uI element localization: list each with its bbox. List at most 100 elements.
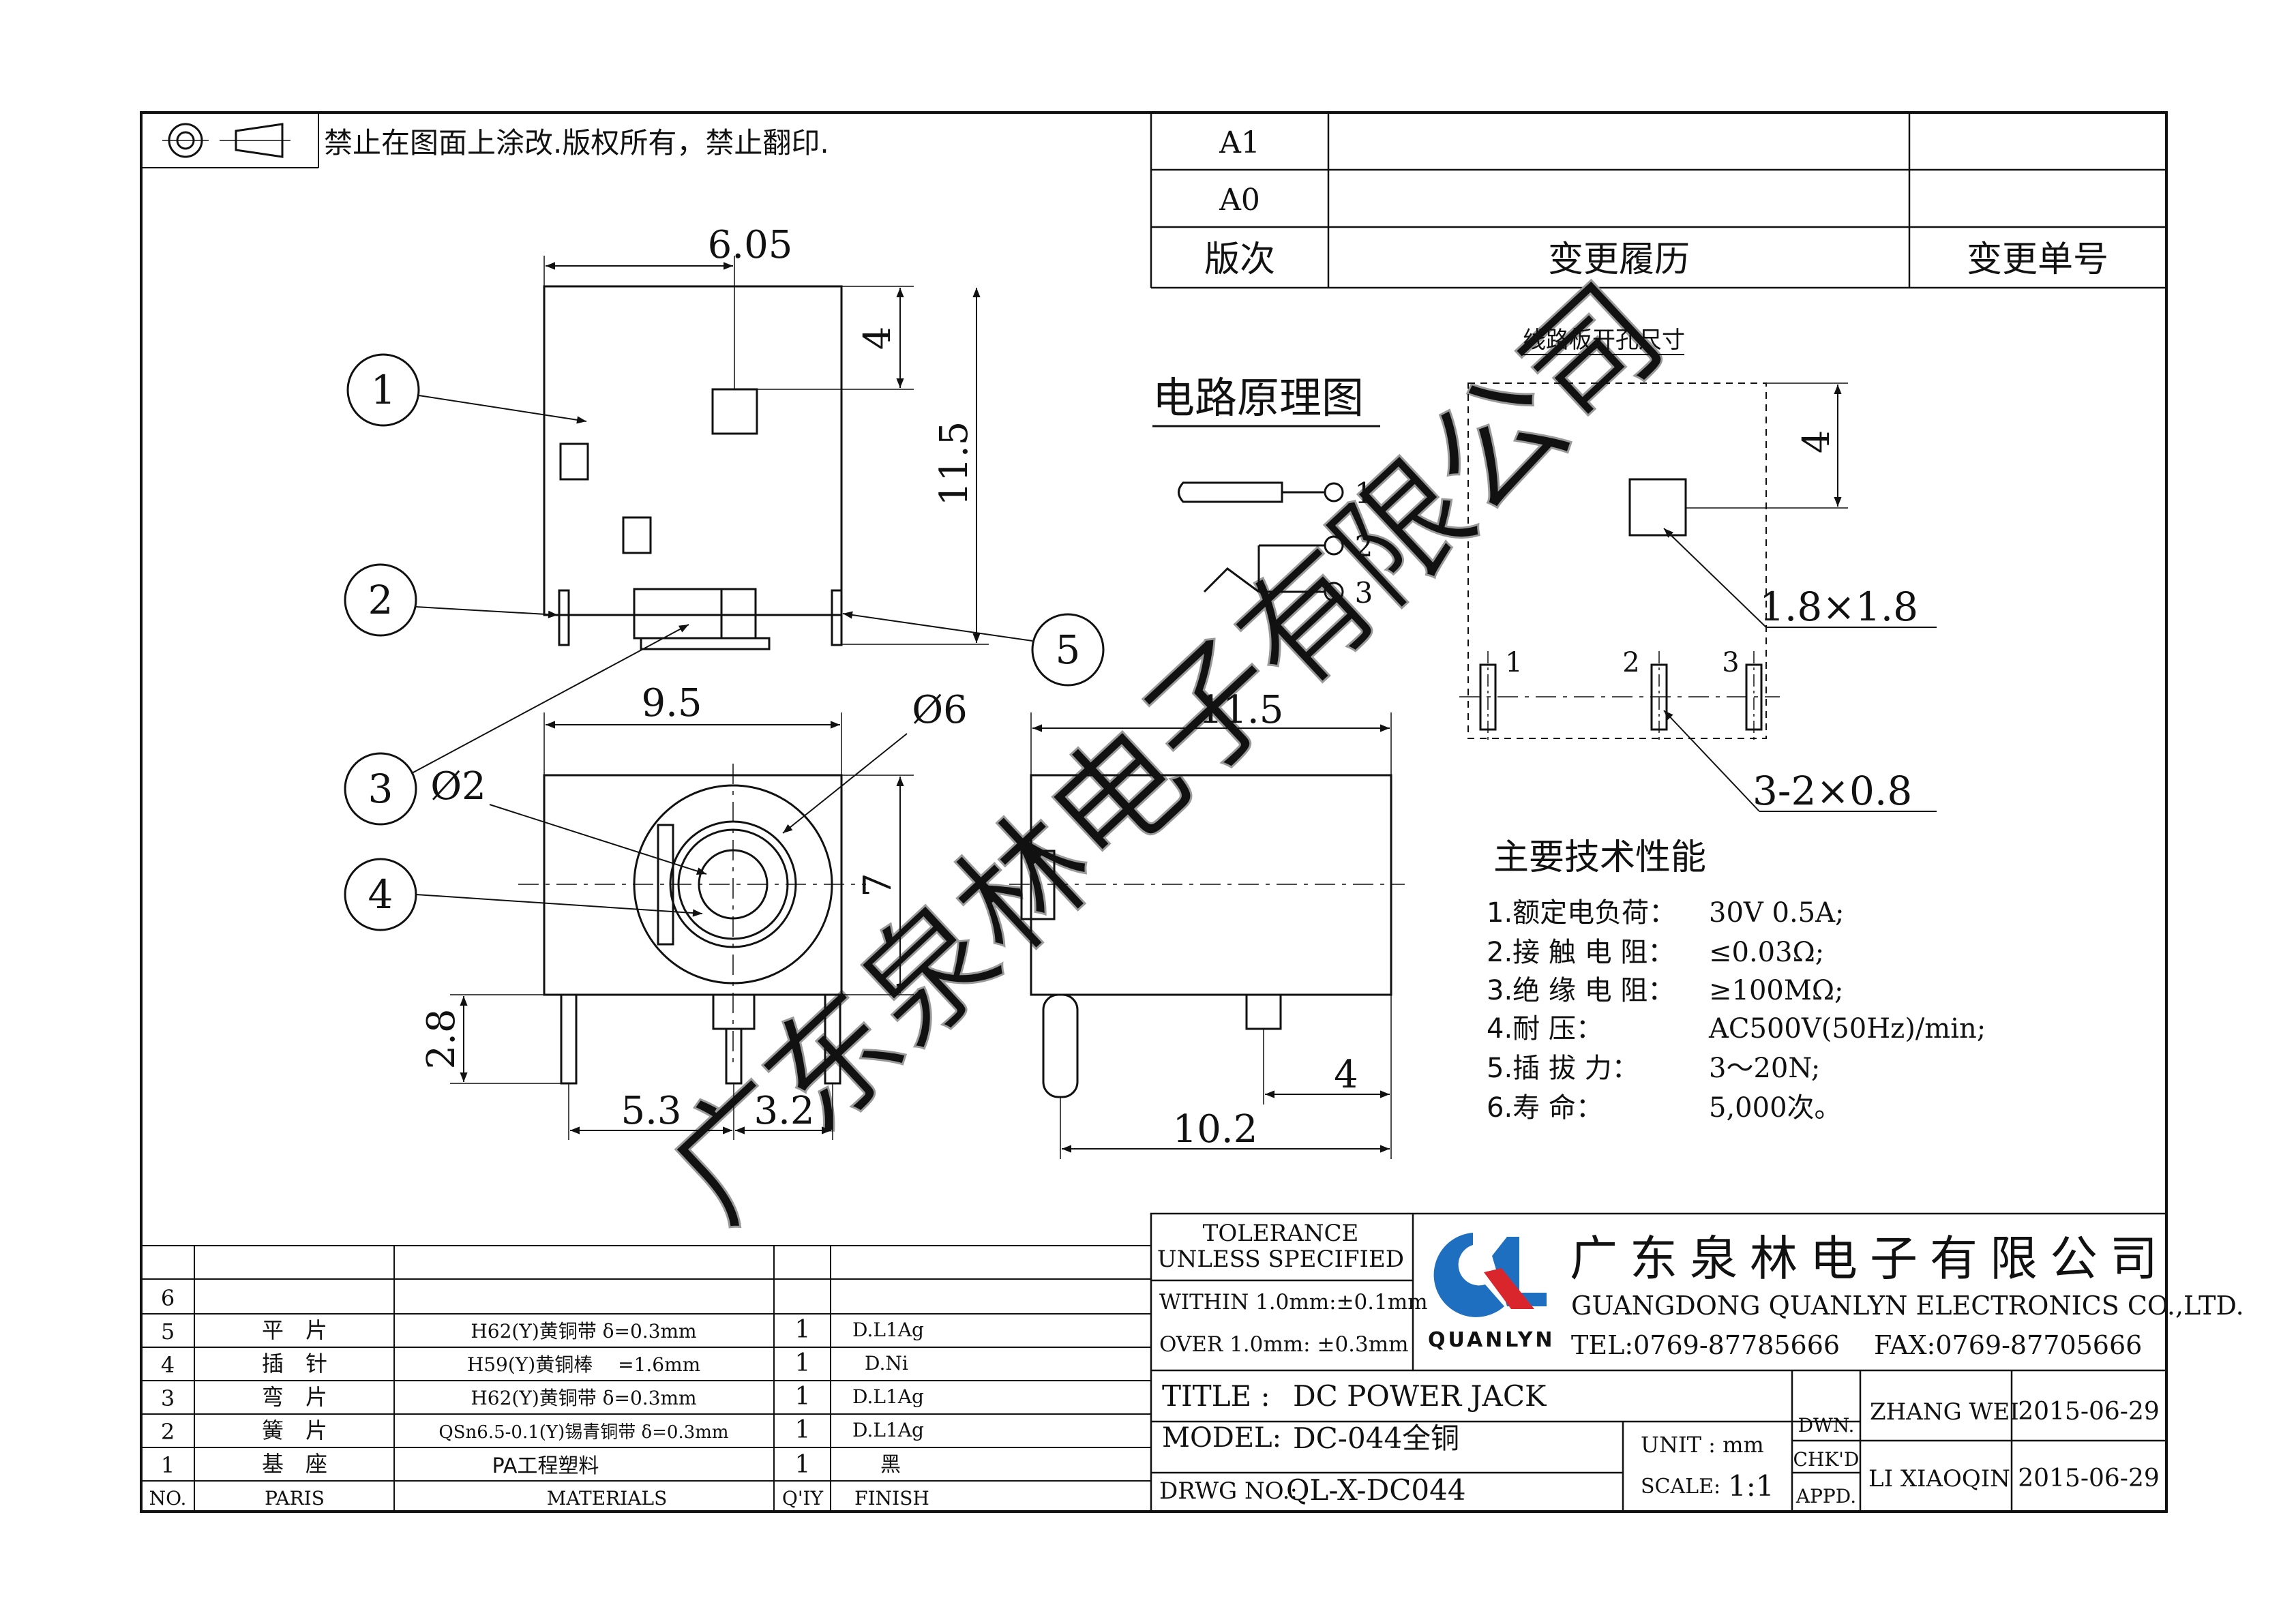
logo-text: QUANLYN	[1428, 1328, 1555, 1352]
drwg-value: QL-X-DC044	[1286, 1473, 1466, 1507]
revision-header-number: 变更单号	[1967, 239, 2108, 280]
spec-label: 1.额定电负荷：	[1487, 897, 1676, 929]
dim-pin-spacing-a: 5.3	[621, 1089, 681, 1133]
top-view	[543, 256, 989, 650]
bom-table	[141, 1245, 1151, 1512]
dim-side-pin-offset: 4	[1334, 1053, 1358, 1097]
front-view	[450, 712, 914, 1140]
model-label: MODEL:	[1162, 1422, 1281, 1454]
dim-front-height: 7	[856, 873, 900, 897]
spec-value: 5,000次。	[1709, 1092, 1842, 1124]
revision-header-version: 版次	[1204, 239, 1275, 280]
balloons	[344, 353, 1105, 931]
balloon-2: 2	[368, 577, 393, 623]
bom-finish: D.L1Ag	[852, 1385, 924, 1408]
drawn-date: 2015-06-29	[2018, 1398, 2160, 1426]
checked-date: 2015-06-29	[2018, 1465, 2160, 1492]
balloon-1: 1	[371, 367, 396, 413]
spec-label: 3.绝 缘 电 阻：	[1487, 975, 1675, 1006]
projection-symbol-icon	[162, 123, 290, 158]
balloon-4: 4	[368, 871, 393, 918]
balloon-5: 5	[1056, 627, 1081, 673]
bom-finish: 黑	[880, 1453, 901, 1477]
circuit-title: 电路原理图	[1152, 373, 1364, 423]
company-name-en: GUANGDONG QUANLYN ELECTRONICS CO.,LTD.	[1571, 1291, 2244, 1321]
approved-label: APPD.	[1795, 1485, 1856, 1507]
company-logo-icon	[1433, 1233, 1547, 1317]
bom-qty: 1	[795, 1349, 811, 1377]
bom-header-material: MATERIALS	[547, 1487, 668, 1510]
bom-qty: 1	[795, 1416, 811, 1444]
company-fax: FAX:0769-87705666	[1874, 1330, 2142, 1360]
tolerance-over: OVER 1.0mm: ±0.3mm	[1159, 1332, 1409, 1357]
bom-qty: 1	[795, 1451, 811, 1479]
scale-label: SCALE:	[1641, 1475, 1720, 1499]
dim-side-pin-span: 10.2	[1173, 1107, 1258, 1152]
bom-no: 6	[161, 1285, 175, 1311]
dim-pin-spacing-b: 3.2	[754, 1089, 814, 1133]
bom-rows: 6 5 平 片 H62(Y)黄铜带 δ=0.3mm 1 D.L1Ag 4 插 针…	[149, 1285, 929, 1510]
scale-value: 1:1	[1728, 1469, 1774, 1503]
bom-header-no: NO.	[149, 1487, 187, 1510]
bom-no: 2	[161, 1419, 175, 1445]
revision-row-a0: A0	[1219, 183, 1260, 217]
bom-header-qty: Q'IY	[782, 1487, 824, 1510]
balloon-3: 3	[368, 766, 393, 812]
specs-list: 1.额定电负荷： 30V 0.5A; 2.接 触 电 阻： ≤0.03Ω; 3.…	[1487, 897, 1986, 1124]
spec-value: 3～20N;	[1709, 1053, 1820, 1084]
title-block	[1150, 1212, 2168, 1513]
dim-front-width: 9.5	[641, 681, 702, 725]
revision-table	[1150, 112, 2166, 289]
circuit-pin-1: 1	[1355, 477, 1373, 510]
title-value: DC POWER JACK	[1293, 1379, 1547, 1413]
drawn-label: DWN.	[1798, 1414, 1855, 1437]
spec-label: 6.寿 命：	[1487, 1092, 1603, 1124]
pcb-title: 线路板开孔尺寸	[1523, 327, 1685, 354]
circuit-pin-3: 3	[1355, 576, 1373, 610]
title-label: TITLE :	[1162, 1379, 1270, 1413]
revision-row-a1: A1	[1219, 125, 1260, 160]
bom-material: PA工程塑料	[492, 1454, 599, 1478]
pcb-pin-3: 3	[1722, 647, 1739, 678]
dim-inner-diameter: Ø2	[430, 764, 486, 809]
dim-outer-diameter: Ø6	[912, 688, 968, 732]
drwg-label: DRWG NO.:	[1159, 1477, 1298, 1505]
pcb-dim-square: 1.8×1.8	[1759, 584, 1918, 630]
dim-top-hole-offset: 4	[856, 327, 899, 350]
pcb-dim-offset: 4	[1795, 430, 1838, 453]
pcb-pin-1: 1	[1505, 647, 1522, 678]
tolerance-title: TOLERANCE	[1203, 1220, 1359, 1247]
bom-part: 弯 片	[262, 1384, 327, 1410]
spec-label: 2.接 触 电 阻：	[1487, 937, 1675, 968]
bom-no: 3	[161, 1385, 175, 1411]
bom-no: 1	[161, 1452, 175, 1478]
dim-top-height: 11.5	[932, 421, 976, 507]
copyright-notice: 禁止在图面上涂改.版权所有，禁止翻印.	[324, 126, 829, 160]
revision-header-history: 变更履历	[1548, 239, 1690, 280]
pcb-dim-slots: 3-2×0.8	[1753, 768, 1912, 814]
spec-value: ≥100MΩ;	[1709, 975, 1843, 1006]
model-value: DC-044全铜	[1293, 1422, 1459, 1455]
spec-value: ≤0.03Ω;	[1709, 937, 1824, 968]
bom-finish: D.Ni	[865, 1352, 908, 1375]
spec-value: 30V 0.5A;	[1709, 897, 1844, 929]
side-view	[1009, 712, 1405, 1159]
dim-pin-length: 2.8	[419, 1008, 464, 1069]
bom-part: 插 针	[262, 1351, 327, 1377]
spec-value: AC500V(50Hz)/min;	[1708, 1013, 1986, 1045]
bom-finish: D.L1Ag	[852, 1319, 924, 1341]
specs-title: 主要技术性能	[1493, 837, 1706, 878]
notice-box: 禁止在图面上涂改.版权所有，禁止翻印.	[141, 112, 829, 168]
dim-side-length: 11.5	[1199, 688, 1284, 732]
bom-qty: 1	[795, 1316, 811, 1344]
spec-label: 4.耐 压：	[1487, 1013, 1603, 1045]
unit-label: UNIT : mm	[1641, 1432, 1764, 1458]
bom-part: 平 片	[262, 1317, 327, 1343]
bom-part: 簧 片	[262, 1417, 327, 1443]
tolerance-within: WITHIN 1.0mm:±0.1mm	[1159, 1290, 1428, 1315]
bom-no: 4	[161, 1352, 175, 1378]
pcb-pin-2: 2	[1622, 647, 1639, 678]
bom-header-finish: FINISH	[854, 1487, 929, 1510]
bom-qty: 1	[795, 1383, 811, 1411]
